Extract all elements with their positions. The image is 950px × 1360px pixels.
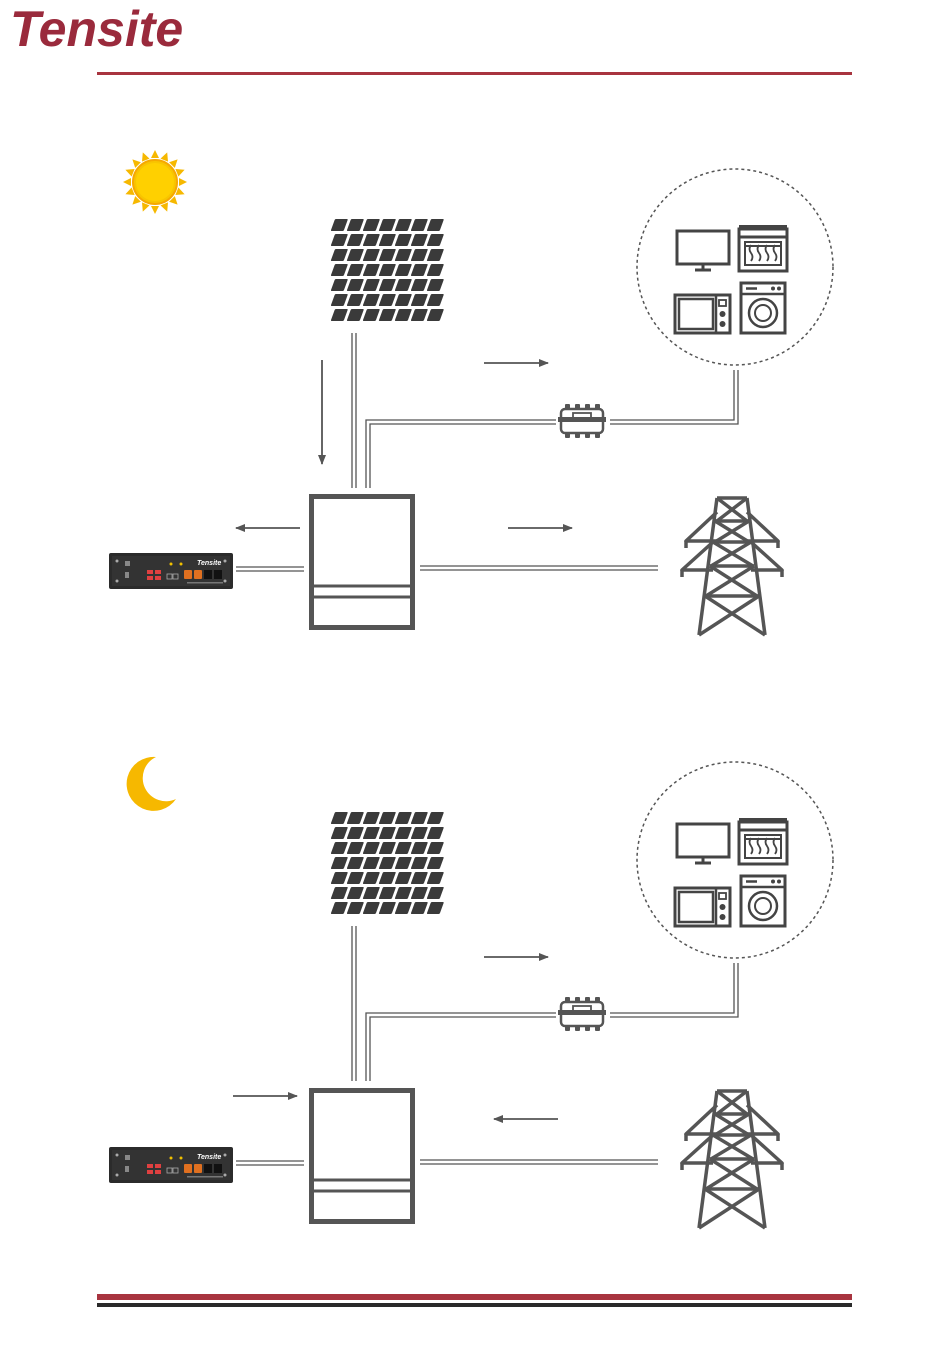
day-scene: Tensite <box>109 150 833 635</box>
home-appliances <box>637 762 833 958</box>
solar-panel <box>331 812 444 914</box>
night-scene: Tensite <box>109 757 833 1228</box>
solar-panel <box>331 219 444 321</box>
home-appliances <box>637 169 833 365</box>
battery-module: Tensite <box>109 1147 233 1183</box>
inverter <box>312 497 413 628</box>
battery-module: Tensite <box>109 553 233 589</box>
footer-rule-dark <box>97 1303 852 1307</box>
battery-brand-label: Tensite <box>197 560 221 567</box>
smart-meter <box>558 404 606 438</box>
transmission-tower <box>682 1091 782 1228</box>
transmission-tower <box>682 498 782 635</box>
moon-icon <box>127 757 176 811</box>
smart-meter <box>558 997 606 1031</box>
sun-icon <box>123 150 187 214</box>
footer-rule-red <box>97 1294 852 1300</box>
battery-brand-label: Tensite <box>197 1154 221 1161</box>
inverter <box>312 1091 413 1222</box>
